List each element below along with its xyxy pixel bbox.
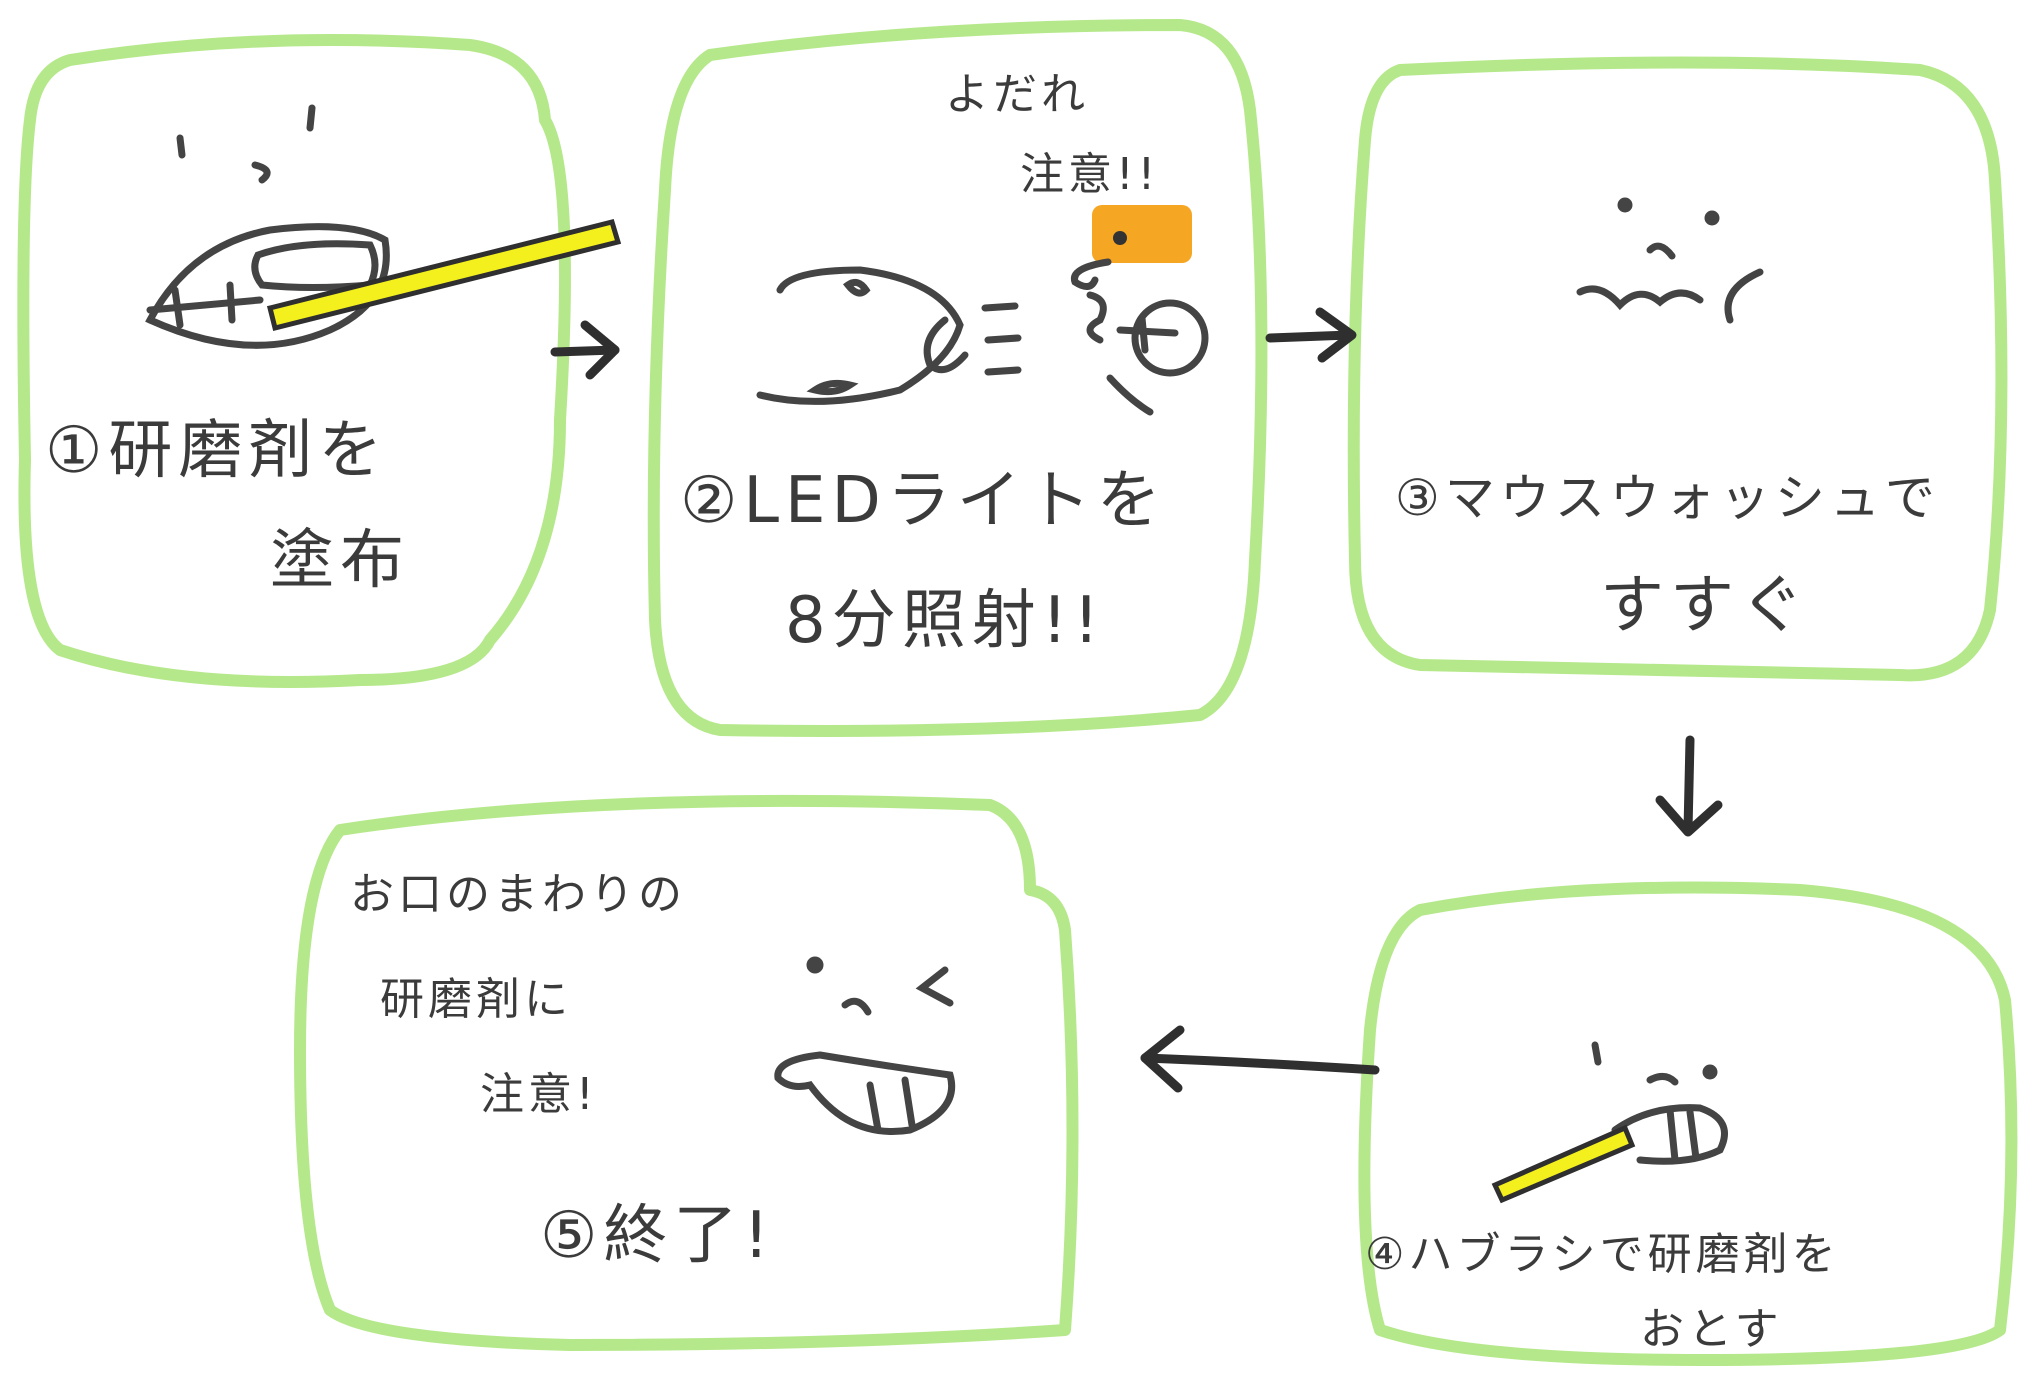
face-icon [1591, 1041, 1728, 1165]
panel-3-frame [1347, 56, 2008, 682]
step-5-note-line2: 研磨剤に [380, 974, 572, 1025]
step-5-number: ⑤ [540, 1199, 604, 1273]
arrow-left-icon [1140, 1025, 1380, 1093]
step-5-label-line1: 終了! [603, 1199, 776, 1273]
step-5-note-line3: 注意! [480, 1069, 598, 1120]
face-icon [145, 104, 390, 349]
face-icon [756, 266, 1022, 405]
step-5-note-line1: お口のまわりの [350, 869, 686, 920]
arrow-down-icon [1655, 735, 1723, 837]
step-2-label-line2: 8分照射!! [785, 584, 1106, 658]
step-1-number: ① [45, 414, 109, 488]
step-3-number: ③ [1395, 469, 1445, 527]
step-3-label-line2: すすぐ [1600, 569, 1810, 643]
step-4-label-line1: ハブラシで研磨剤を [1408, 1229, 1840, 1280]
step-1-label-line1: 研磨剤を [108, 414, 389, 488]
step-2-number: ② [680, 464, 744, 538]
step-1-label-line2: 塗布 [270, 524, 410, 598]
panel-2-frame [647, 19, 1268, 737]
panel-5-frame [294, 794, 1079, 1351]
toothbrush-icon [266, 218, 622, 332]
arrow-right-icon [1265, 307, 1357, 363]
panel-4-frame [1358, 881, 2018, 1366]
step-2-label-line1: LEDライトを [743, 464, 1167, 538]
panel-1-frame [17, 34, 571, 688]
step-2-note-line2: 注意!! [1020, 149, 1160, 200]
step-2-note-line1: よだれ [945, 69, 1089, 120]
step-4-label-line2: おとす [1640, 1304, 1783, 1355]
step-4-number: ④ [1365, 1229, 1409, 1280]
face-icon [1576, 197, 1764, 324]
toothbrush-icon [1491, 1124, 1636, 1204]
arrow-right-icon [550, 320, 620, 380]
step-3-label-line1: マウスウォッシュで [1444, 469, 1940, 527]
face-icon [774, 956, 956, 1136]
led-light-icon [1070, 205, 1209, 416]
